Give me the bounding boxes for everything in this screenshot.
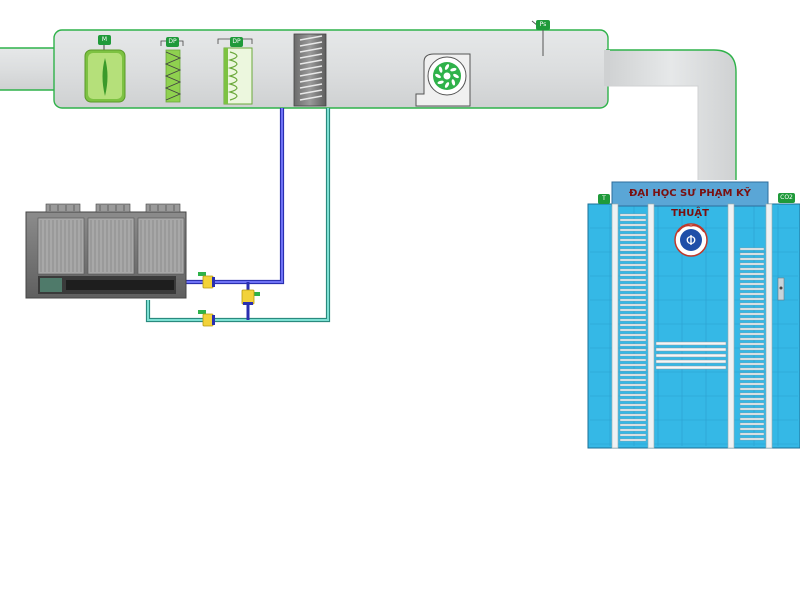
temperature-sensor-tag[interactable]: T (598, 194, 610, 204)
outlet-duct (606, 50, 736, 180)
bag-filter (217, 38, 253, 105)
ahu-housing (53, 29, 609, 109)
motor-tag[interactable]: M (98, 35, 111, 45)
chilled-water-piping (145, 108, 331, 323)
building-sign: ĐẠI HỌC SƯ PHẠM KỸ THUẬT (629, 188, 751, 219)
filter1-dp-tag[interactable]: DP (166, 37, 179, 47)
svg-text:Φ: Φ (686, 234, 696, 249)
filter2-dp-tag[interactable]: DP (230, 37, 243, 47)
building: Φ (587, 181, 800, 449)
motorized-damper (84, 44, 126, 103)
bypass-valve (241, 289, 260, 305)
pressure-sensor-tag[interactable]: Ps (536, 20, 550, 30)
cooling-coil (293, 33, 327, 107)
return-valve (198, 310, 215, 327)
inlet-duct (0, 48, 60, 90)
supply-valve (198, 272, 215, 289)
chiller-unit (25, 203, 187, 299)
co2-sensor-tag[interactable]: CO2 (778, 193, 795, 203)
supply-fan (415, 53, 471, 107)
